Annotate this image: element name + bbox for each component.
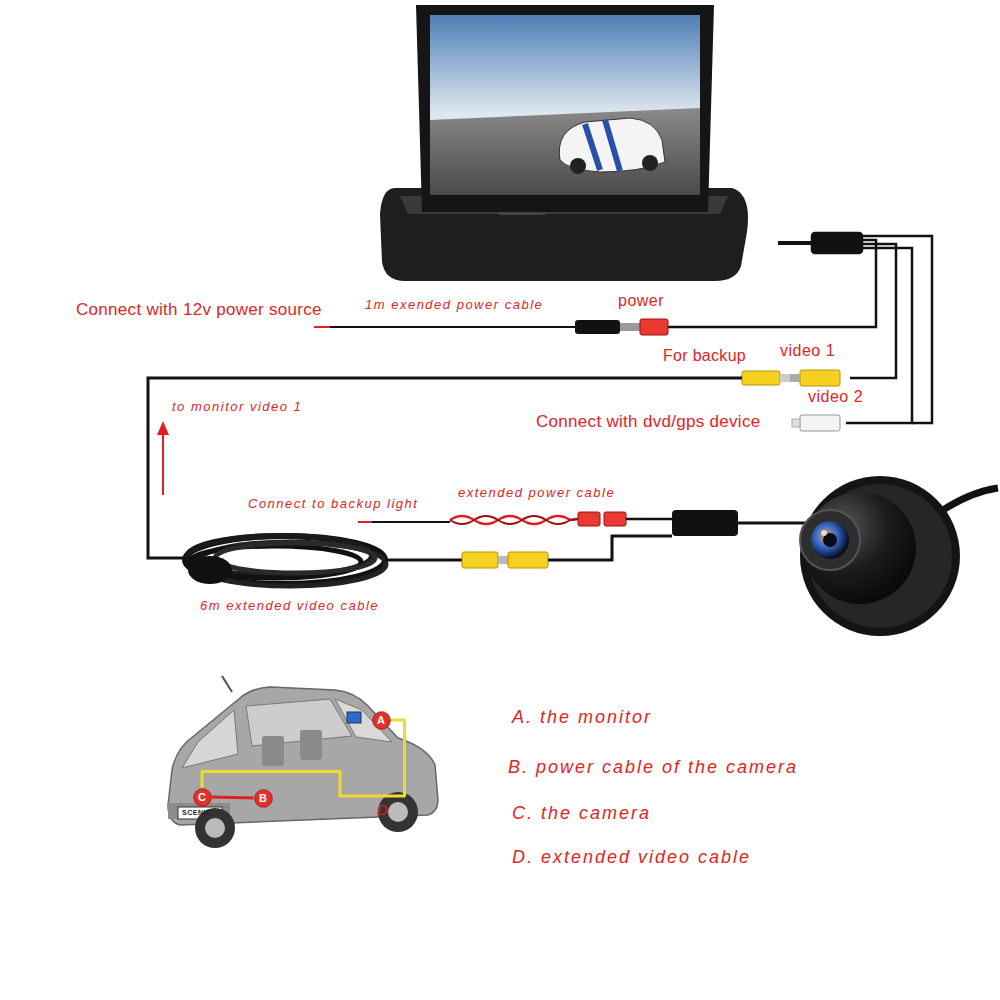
car-illustration-part <box>246 699 352 746</box>
callout-letter: B <box>259 793 267 804</box>
monitor-part <box>570 158 586 174</box>
video-cable <box>148 378 742 586</box>
rca-connectors-part <box>742 371 780 385</box>
car-illustration-part <box>388 802 408 822</box>
car-illustration-part <box>262 736 284 766</box>
car-illustration-part <box>300 730 322 760</box>
circle-shape <box>193 788 211 806</box>
circle-shape <box>254 789 272 807</box>
power-plug-part <box>314 326 330 328</box>
camera-part <box>804 492 916 604</box>
monitor-cable-part <box>862 236 932 423</box>
callout-letter: A <box>377 715 385 726</box>
car-illustration-part <box>347 712 361 723</box>
wire-label: Connect with 12v power source <box>76 300 322 320</box>
wire-label: extended power cable <box>458 486 615 501</box>
power-plug-part <box>640 319 668 335</box>
rca-connectors-part <box>792 419 800 427</box>
red-arrow <box>157 421 169 495</box>
car-illustration-part <box>168 687 438 825</box>
camera-part <box>940 488 998 512</box>
monitor-cable <box>668 233 932 423</box>
key-entry: A. the monitor <box>512 707 652 728</box>
red-arrow-part <box>162 432 164 495</box>
power-plug-part <box>620 323 640 331</box>
backup-power-cable-part <box>450 516 578 524</box>
camera-part <box>738 522 805 525</box>
monitor-part <box>585 120 620 171</box>
rca-connectors-part <box>790 374 800 382</box>
wire-label: 6m extended video cable <box>200 599 379 614</box>
wire-label: video 1 <box>780 342 835 360</box>
key-entry: C. the camera <box>512 803 651 824</box>
power-plug-part <box>575 320 620 334</box>
video-cable-part <box>508 552 548 568</box>
monitor-cable-part <box>850 244 896 378</box>
wire-label: power <box>618 292 664 310</box>
callout-letter: C <box>198 792 206 803</box>
backup-power-cable <box>358 512 672 526</box>
camera-part <box>821 530 827 536</box>
video-cable-part <box>215 543 375 573</box>
monitor-cable-part <box>812 233 862 253</box>
video-cable-part <box>148 378 742 558</box>
rca-connectors-part <box>780 374 790 382</box>
wire-label: Connect to backup light <box>248 497 418 512</box>
wire-label: Connect with dvd/gps device <box>536 412 761 432</box>
red-arrow-part <box>157 421 169 435</box>
video-cable-part <box>188 556 232 584</box>
car-illustration-part <box>205 818 225 838</box>
monitor-part <box>430 15 700 195</box>
video-cable-part <box>385 559 462 562</box>
callout-circle: C <box>193 788 212 807</box>
rca-connectors-part <box>800 370 840 386</box>
callout-circle: B <box>254 789 273 808</box>
key-entry: D. extended video cable <box>512 847 751 868</box>
monitor-part <box>430 108 700 195</box>
backup-power-cable-part <box>372 521 450 523</box>
video-cable-part <box>185 536 385 584</box>
monitor-cable-part <box>778 241 812 245</box>
camera-part <box>811 521 849 559</box>
edge-label: D <box>377 802 388 819</box>
camera-power-route <box>212 797 254 798</box>
monitor-part <box>642 155 658 171</box>
wire-label: video 2 <box>808 388 863 406</box>
circle-shape <box>372 711 390 729</box>
power-plug-part <box>330 326 575 328</box>
backup-power-cable-part <box>358 521 372 523</box>
power-plug <box>314 319 668 335</box>
monitor-part <box>416 5 714 212</box>
wire-label: For backup <box>663 347 746 365</box>
camera-part <box>672 510 738 536</box>
camera-part <box>800 476 960 636</box>
car-illustration-part <box>335 699 392 742</box>
video-cable-part <box>462 552 498 568</box>
camera <box>672 476 998 636</box>
video-cable-part <box>498 556 508 564</box>
car-illustration-part <box>182 710 238 768</box>
backup-power-cable-part <box>604 512 626 526</box>
callout-circle: A <box>372 711 391 730</box>
backup-power-cable-part <box>578 512 600 526</box>
license-plate-text: SCENIC <box>182 809 211 817</box>
key-entry: B. power cable of the camera <box>508 757 798 778</box>
video-cable-route <box>202 720 405 796</box>
wire-label: to monitor video 1 <box>172 400 302 415</box>
car-illustration-part <box>222 676 232 692</box>
video-cable-part <box>548 536 672 560</box>
wire-label: 1m exended power cable <box>365 298 543 313</box>
backup-power-cable-part <box>626 518 672 521</box>
monitor <box>380 5 748 281</box>
rca-connectors-part <box>800 415 840 431</box>
monitor-cable-part <box>668 240 876 327</box>
backup-power-cable-part <box>450 516 578 524</box>
camera-part <box>800 510 860 570</box>
car-illustration <box>168 676 438 848</box>
